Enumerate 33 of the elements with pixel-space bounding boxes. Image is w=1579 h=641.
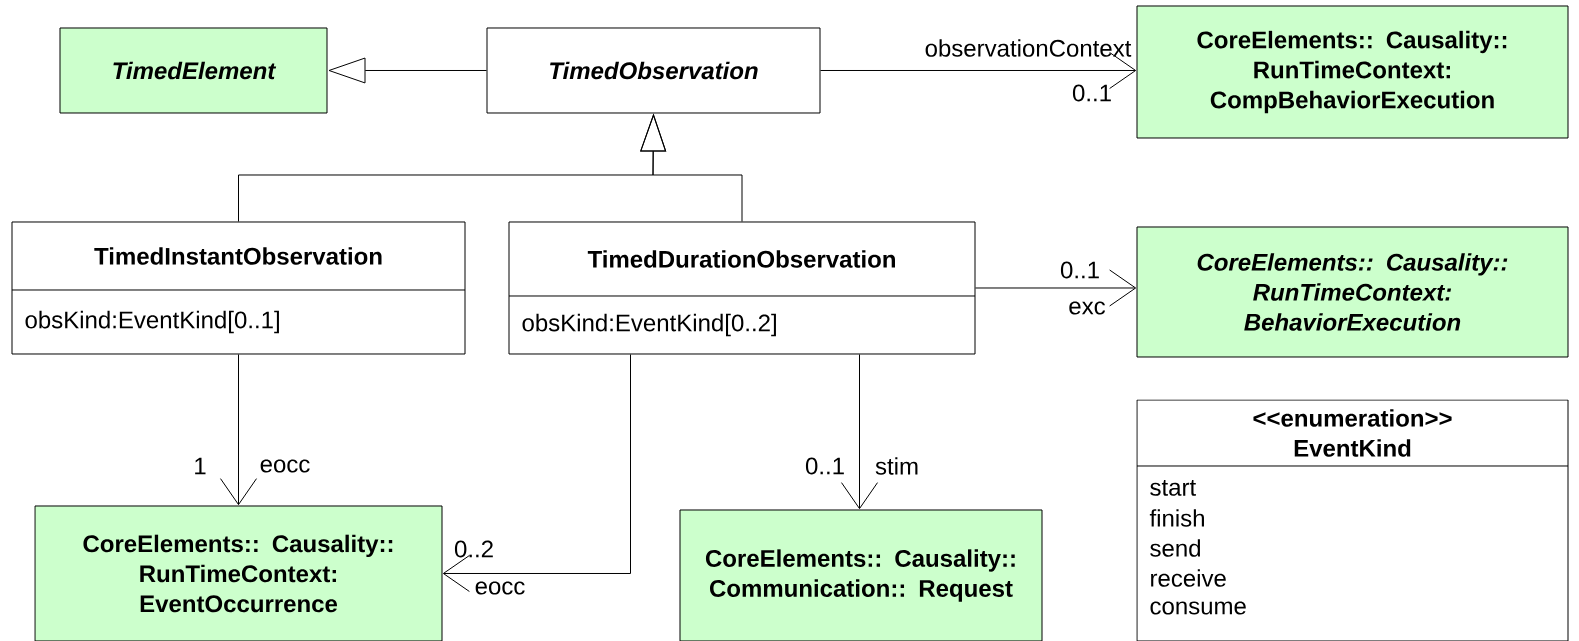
class-name: <<enumeration>> EventKind [1253, 409, 1452, 457]
role-name: stim [875, 457, 918, 475]
class-box: CoreElements:: Causality:: RunTimeContext: BehaviorExecution [1136, 226, 1569, 358]
association-arrow [841, 354, 878, 510]
generalization-arrow [640, 114, 743, 222]
class-box: TimedObservation [486, 27, 821, 114]
multiplicity-label: 0..2 [454, 540, 493, 558]
association-arrow [820, 52, 1137, 89]
role-name: eocc [260, 459, 310, 473]
enum-literal: start [1150, 480, 1196, 496]
generalization-arrow [328, 57, 487, 84]
role-name: eocc [475, 581, 525, 595]
attribute: obsKind:EventKind[0..2] [522, 313, 776, 337]
class-name: TimedDurationObservation [587, 250, 895, 268]
class-box: CoreElements:: Causality:: Communication:: Request [679, 509, 1043, 641]
association-arrow [975, 269, 1137, 307]
class-box: CoreElements:: Causality:: RunTimeContext: EventOccurrence [34, 505, 443, 641]
attribute: obsKind:EventKind[0..1] [25, 310, 279, 334]
multiplicity-label: 0..1 [1072, 84, 1111, 102]
role-name: exc [1069, 301, 1106, 315]
role-name: observationContext [925, 39, 1132, 57]
enum-literal: send [1150, 539, 1200, 557]
association-arrow [442, 354, 631, 592]
multiplicity-label: 0..1 [1060, 261, 1099, 279]
class-name: TimedInstantObservation [94, 247, 382, 265]
enum-literal: consume [1150, 601, 1246, 615]
class-box: CoreElements:: Causality:: RunTimeContext: CompBehaviorExecution [1136, 5, 1569, 139]
multiplicity-label: 1 [195, 457, 206, 475]
multiplicity-label: 0..1 [805, 457, 844, 475]
enum-literal: receive [1151, 569, 1226, 587]
association-arrow [220, 354, 257, 506]
class-box: TimedElement [59, 27, 328, 114]
enum-literal: finish [1149, 509, 1204, 527]
